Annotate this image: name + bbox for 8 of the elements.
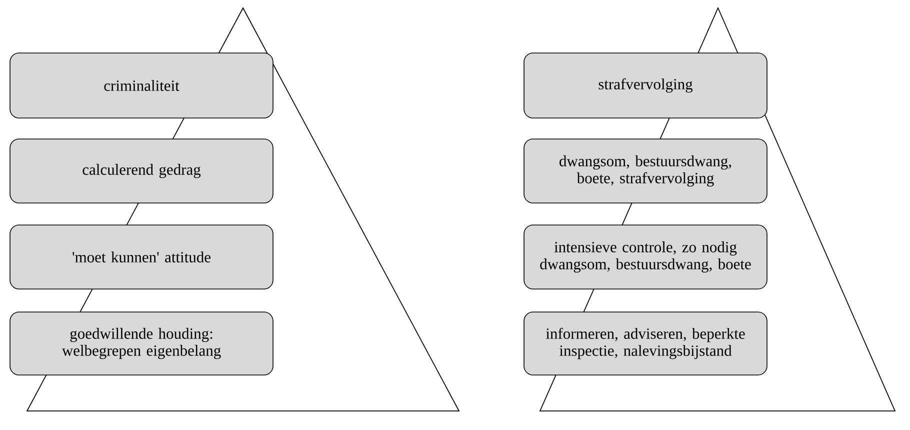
level-box: criminaliteit <box>10 52 274 118</box>
level-box: strafvervolging <box>524 52 768 118</box>
level-box: 'moet kunnen' attitude <box>10 224 274 290</box>
level-box: calculerend gedrag <box>10 138 274 204</box>
level-box: dwangsom, bestuursdwang, boete, strafvervolging <box>524 138 768 204</box>
level-box: informeren, adviseren, beperkte inspectie, nalevingsbijstand <box>524 312 768 376</box>
level-box: intensieve controle, zo nodig dwangsom, bestuursdwang, boete <box>524 224 768 290</box>
level-box: goedwillende houding: welbegrepen eigenbelang <box>10 312 274 376</box>
